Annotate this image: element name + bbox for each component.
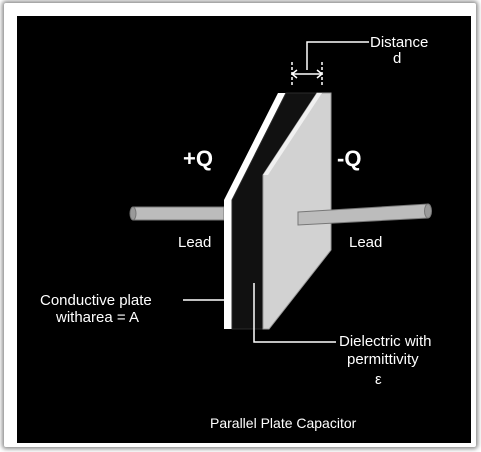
left-lead-label: Lead (178, 234, 211, 251)
distance-dimension (290, 41, 369, 86)
plate-area-label: witharea = A (55, 309, 139, 326)
positive-charge-label: +Q (183, 146, 213, 171)
dielectric-leader (253, 283, 336, 343)
right-lead-label: Lead (349, 234, 382, 251)
distance-symbol: d (393, 50, 401, 67)
permittivity-label: permittivity (347, 351, 419, 368)
right-lead-wire (297, 203, 432, 226)
right-plate (262, 92, 332, 330)
diagram-caption: Parallel Plate Capacitor (210, 415, 357, 431)
negative-charge-label: -Q (337, 146, 361, 171)
conductive-plate-label: Conductive plate (40, 292, 152, 309)
distance-label: Distance (370, 34, 428, 51)
epsilon-symbol: ε (375, 371, 382, 388)
dielectric-label: Dielectric with (339, 333, 432, 350)
left-lead-wire (129, 206, 225, 221)
